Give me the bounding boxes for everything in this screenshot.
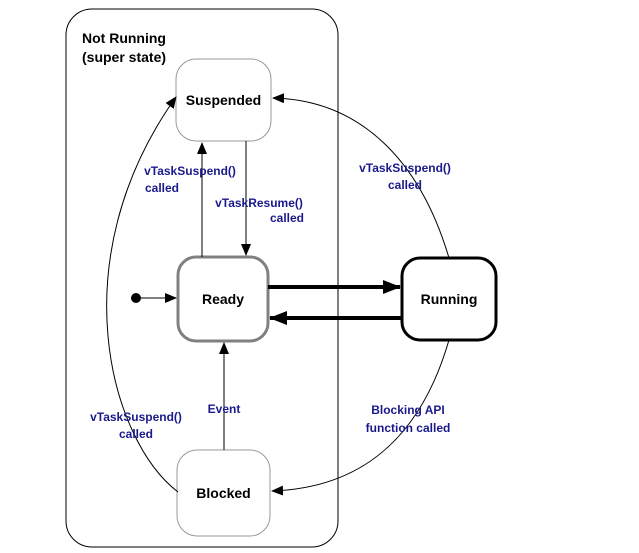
state-running-label: Running <box>421 291 478 307</box>
state-ready-label: Ready <box>202 291 244 307</box>
transition-running-to-suspended <box>272 93 450 259</box>
transition-running-to-blocked <box>271 339 450 496</box>
label-blocked-to-suspended-1: vTaskSuspend() <box>90 410 182 424</box>
transition-blocked-to-suspended <box>106 96 179 493</box>
superstate-title: Not Running <box>82 30 166 46</box>
label-suspended-to-ready-1: vTaskResume() <box>215 196 303 210</box>
initial-state-dot <box>131 293 141 303</box>
label-running-to-suspended-1: vTaskSuspend() <box>359 161 451 175</box>
label-suspended-to-ready-2: called <box>270 211 304 225</box>
label-blocked-to-ready: Event <box>208 402 241 416</box>
state-blocked-label: Blocked <box>196 485 250 501</box>
label-ready-to-suspended-1: vTaskSuspend() <box>144 164 236 178</box>
superstate-box <box>65 8 339 548</box>
label-ready-to-suspended-2: called <box>145 181 179 195</box>
state-suspended-label: Suspended <box>186 92 261 108</box>
label-running-to-suspended-2: called <box>388 178 422 192</box>
label-running-to-blocked-1: Blocking API <box>371 403 445 417</box>
state-ready <box>176 255 270 343</box>
label-blocked-to-suspended-2: called <box>119 427 153 441</box>
superstate-subtitle: (super state) <box>82 49 166 65</box>
label-running-to-blocked-2: function called <box>366 421 451 435</box>
